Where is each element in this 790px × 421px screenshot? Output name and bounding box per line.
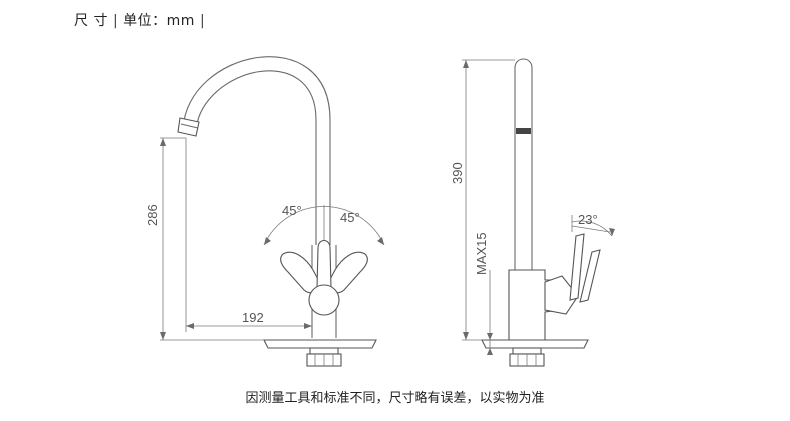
height-arrow-bottom — [160, 332, 166, 340]
reach-arrow-right — [304, 323, 312, 329]
front-handle-left — [280, 251, 321, 294]
front-aerator — [177, 117, 200, 137]
front-handle-right — [327, 251, 368, 294]
reach-arrow-left — [186, 323, 194, 329]
side-aerator — [516, 128, 531, 134]
front-handle-hub — [308, 284, 340, 316]
front-nut-top — [309, 347, 339, 355]
arc-arrow-right — [377, 237, 384, 245]
side-cartridge — [544, 275, 579, 315]
unit-label: 单位：mm — [123, 13, 195, 29]
arc-arrow-left — [264, 237, 271, 245]
side-base-plate — [481, 339, 589, 349]
spec-heading: 尺 寸|单位：mm| — [74, 10, 210, 30]
tolerance-footnote: 因测量工具和标准不同，尺寸略有误差，以实物为准 — [245, 391, 545, 406]
side-view: 390 MAX15 23° — [450, 58, 615, 367]
side-spout — [514, 58, 533, 270]
front-spout-inner — [195, 70, 317, 245]
height-arrow-top — [160, 138, 166, 146]
heading-separator-right: | — [199, 13, 206, 29]
side-handle-angle-label: 23° — [578, 212, 598, 227]
front-handle-center — [316, 239, 332, 289]
heading-label: 尺 寸 — [74, 13, 108, 29]
handle-angle-left-label: 45° — [282, 203, 302, 218]
total-height-label: 286 — [145, 204, 160, 226]
heading-separator-left: | — [112, 13, 119, 29]
front-aerator-ring — [180, 123, 199, 129]
spout-reach-label: 192 — [242, 310, 264, 325]
front-view: 286 192 45° 45° — [145, 56, 385, 367]
side-lever-front — [579, 249, 601, 303]
max-deck-thickness-label: MAX15 — [474, 232, 489, 275]
side-height-label: 390 — [450, 162, 465, 184]
front-spout-outer — [182, 56, 331, 245]
side-lever — [569, 233, 585, 301]
angle-ref-horizontal — [571, 225, 611, 233]
handle-angle-right-label: 45° — [340, 210, 360, 225]
max-arrow-bottom — [487, 348, 493, 355]
side-angle-arrow — [609, 228, 615, 236]
side-angle-arc — [571, 220, 613, 237]
max-arrow-top — [487, 333, 493, 340]
side-nut-top — [512, 347, 542, 355]
side-height-arrow-top — [463, 60, 469, 68]
front-base-plate — [263, 339, 377, 349]
side-height-arrow-bottom — [463, 332, 469, 340]
